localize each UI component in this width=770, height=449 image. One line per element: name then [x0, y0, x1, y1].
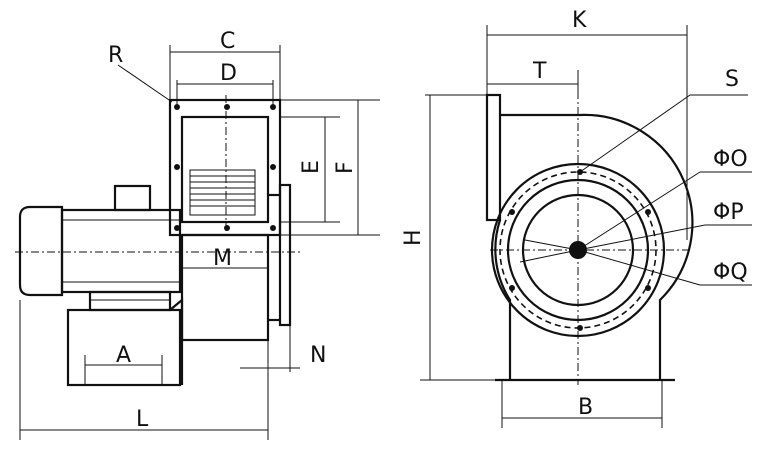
- label-F: F: [333, 161, 358, 174]
- motor-body: [60, 208, 182, 294]
- label-N: N: [310, 343, 326, 368]
- label-B: B: [578, 395, 593, 420]
- label-phi-O: ΦO: [713, 147, 748, 172]
- label-H: H: [401, 229, 426, 246]
- outlet-flange-front: [485, 93, 502, 222]
- impeller-blades: [189, 169, 256, 216]
- label-S: S: [725, 67, 739, 92]
- label-R: R: [108, 43, 123, 68]
- label-D: D: [220, 61, 237, 86]
- volute-casing: [494, 113, 694, 380]
- motor-end-cap: [18, 205, 64, 297]
- label-M: M: [213, 246, 232, 271]
- label-K: K: [572, 8, 587, 33]
- terminal-box: [113, 184, 152, 212]
- label-T: T: [532, 59, 547, 84]
- label-phi-P: ΦP: [713, 200, 744, 225]
- label-L: L: [136, 407, 149, 432]
- base-frame: [66, 308, 182, 387]
- front-view: K T S H ΦO ΦP ΦQ B: [401, 8, 752, 428]
- label-A: A: [116, 343, 131, 368]
- fan-housing: [180, 233, 270, 342]
- label-E: E: [299, 160, 324, 174]
- label-C: C: [220, 29, 235, 54]
- label-phi-Q: ΦQ: [713, 260, 748, 285]
- flange-bolts: [174, 104, 276, 231]
- back-plate: [278, 183, 292, 327]
- side-view: C D R E F M A L N: [15, 29, 380, 440]
